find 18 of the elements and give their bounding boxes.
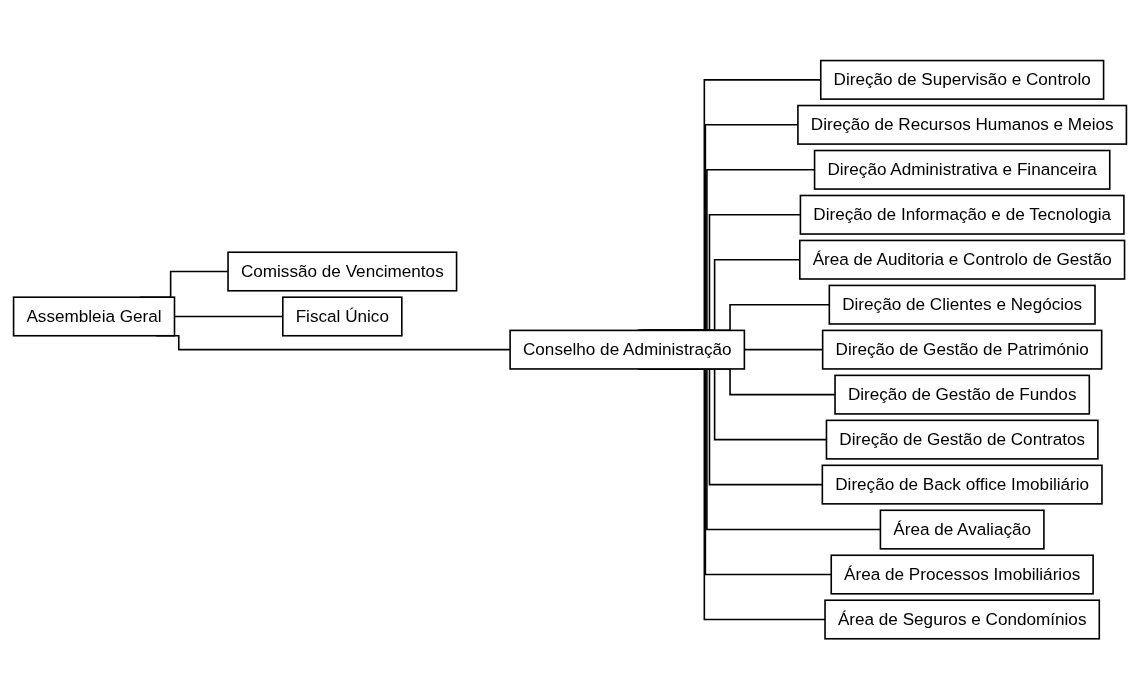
node-box (830, 554, 1094, 595)
node-box (828, 284, 1096, 326)
node-box (821, 464, 1103, 505)
node-box (227, 251, 458, 292)
node-box (824, 599, 1101, 640)
node-box (282, 296, 403, 337)
node-box (821, 329, 1103, 371)
node-box (12, 296, 176, 337)
node-box (819, 60, 1105, 101)
node-box (509, 329, 746, 371)
node-box (799, 239, 1126, 281)
org-chart: Assembleia Geral Comissão de Vencimentos Fiscal Único Conselho de Administração Direção de Supervisão e Controlo Direção de Recursos Humanos e Meios Direção Administrativa e Financeira Direção de Informação e de Tecnologia Área de Auditoria e Controlo de Gestão Direção de Clientes e Negócios Direção de Gestão de Património Direção de Gestão de Fundos Direção de Gestão de Contratos Direção de Back office Imobiliário Área de Avaliação Área de Processos Imobiliários Área de Seguros e Condomínios (5, 52, 1135, 648)
node-box (825, 419, 1099, 461)
node-box (879, 509, 1045, 550)
node-box (813, 150, 1111, 191)
node-box (834, 374, 1091, 416)
node-box (797, 105, 1128, 146)
node-box (799, 195, 1125, 236)
